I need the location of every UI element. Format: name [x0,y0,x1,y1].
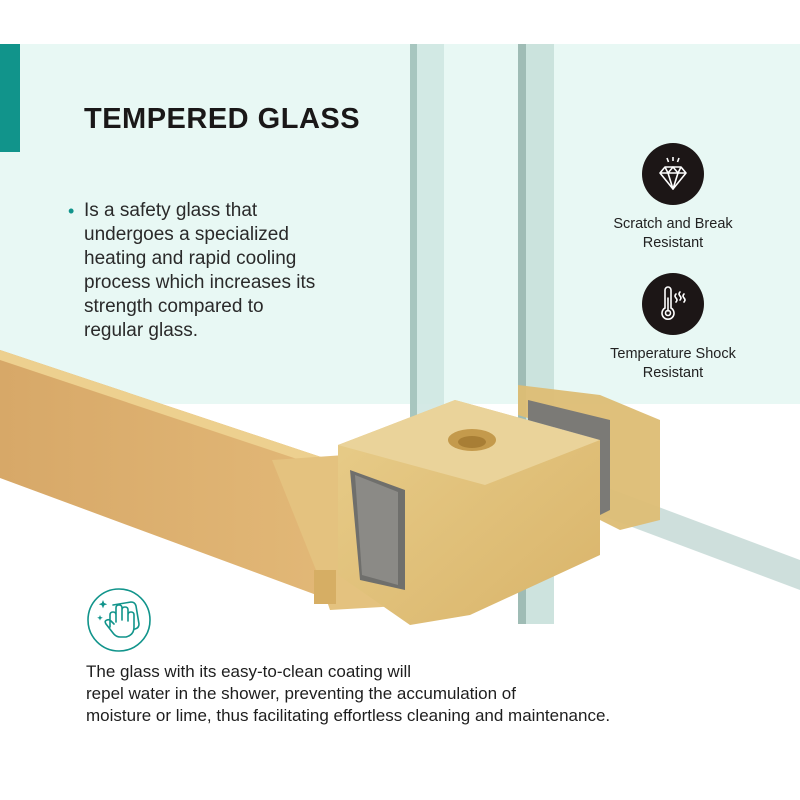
wiping-hand-icon [87,588,151,652]
description-line: Is a safety glass that [84,200,258,221]
cleaning-line: moisture or lime, thus facilitating effo… [86,706,611,725]
feature-label: Resistant [642,365,704,381]
cleaning-line: repel water in the shower, preventing th… [86,684,516,703]
feature-label: Scratch and Break [613,216,733,232]
page-title: TEMPERED GLASS [84,103,361,135]
description-line: strength compared to [84,296,264,317]
feature-label: Resistant [642,235,704,251]
cleaning-description: The glass with its easy-to-clean coating… [86,661,766,727]
background-panel [0,44,800,404]
feature-label: Temperature Shock [610,346,736,362]
cleaning-line: The glass with its easy-to-clean coating… [86,662,412,681]
diamond-icon [642,143,704,205]
description-bullet: • Is a safety glass that undergoes a spe… [68,199,398,343]
description-line: heating and rapid cooling [84,248,297,269]
feature-scratch-resistant: Scratch and Break Resistant [583,143,763,253]
description-line: process which increases its [84,272,316,293]
bullet-dot-icon: • [68,201,75,221]
description-line: regular glass. [84,320,199,341]
feature-temperature-resistant: Temperature Shock Resistant [583,273,763,383]
accent-bar [0,44,20,152]
description-line: undergoes a specialized [84,224,289,245]
thermometer-heat-icon [642,273,704,335]
